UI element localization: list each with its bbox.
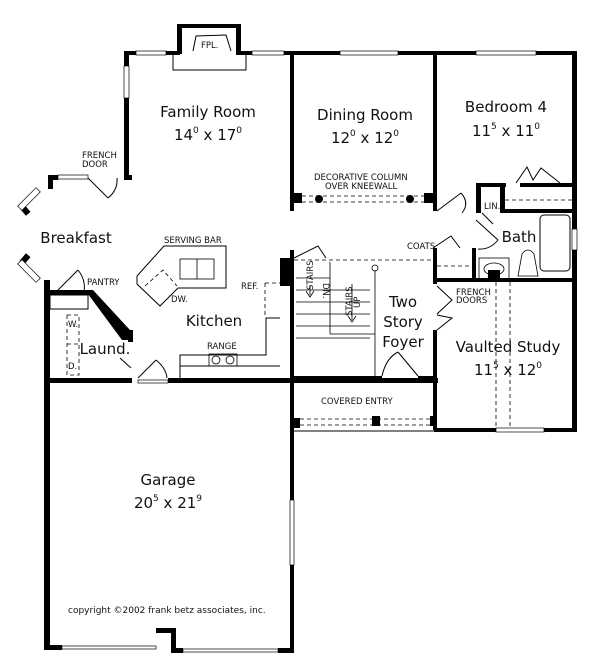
label-decorative-column-2: OVER KNEEWALL bbox=[325, 182, 397, 192]
room-dining-room: Dining Room 120 x 120 bbox=[317, 106, 413, 147]
room-name: Dining Room bbox=[317, 106, 413, 124]
label-range: RANGE bbox=[207, 342, 237, 352]
room-bedroom-4: Bedroom 4 115 x 110 bbox=[465, 98, 547, 140]
room-name: Family Room bbox=[160, 103, 256, 121]
area-laundry: Laund. bbox=[80, 340, 131, 358]
label-stairs-up-1: STAIRS bbox=[345, 286, 355, 316]
room-vaulted-study: Vaulted Study 115 x 120 bbox=[456, 338, 561, 379]
label-decorative-column-1: DECORATIVE COLUMN bbox=[314, 173, 408, 183]
label-covered-entry: COVERED ENTRY bbox=[321, 397, 393, 407]
small-labels: FPL. FRENCH DOOR DECORATIVE COLUMN OVER … bbox=[68, 41, 500, 407]
room-name: Bedroom 4 bbox=[465, 98, 547, 116]
label-refrigerator: REF. bbox=[241, 282, 259, 292]
label-coats: COATS bbox=[407, 242, 435, 252]
area-foyer-line3: Foyer bbox=[382, 333, 424, 351]
room-dimensions: 115 x 110 bbox=[472, 122, 540, 140]
area-breakfast: Breakfast bbox=[40, 229, 112, 247]
details bbox=[49, 34, 572, 432]
label-dishwasher: DW. bbox=[171, 295, 188, 305]
room-dimensions: 140 x 170 bbox=[174, 126, 242, 144]
room-name: Vaulted Study bbox=[456, 338, 561, 356]
room-dimensions: 115 x 120 bbox=[474, 361, 542, 379]
walls bbox=[19, 24, 577, 653]
room-name: Garage bbox=[141, 471, 196, 489]
room-garage: Garage 205 x 219 bbox=[134, 471, 202, 512]
label-fireplace: FPL. bbox=[201, 41, 218, 51]
label-pantry: PANTRY bbox=[87, 278, 120, 288]
area-foyer-line1: Two bbox=[388, 293, 417, 311]
room-dimensions: 205 x 219 bbox=[134, 494, 202, 512]
room-dimensions: 120 x 120 bbox=[331, 129, 399, 147]
area-bath: Bath bbox=[502, 228, 537, 246]
label-french-door-1: FRENCH bbox=[82, 151, 117, 161]
label-french-door-2: DOOR bbox=[82, 160, 108, 170]
windows bbox=[17, 50, 578, 653]
area-foyer-line2: Story bbox=[383, 313, 423, 331]
label-linen: LIN. bbox=[484, 202, 500, 212]
label-french-doors-2: DOORS bbox=[456, 296, 487, 306]
label-serving-bar: SERVING BAR bbox=[164, 236, 222, 246]
label-stairs-dn-1: STAIRS bbox=[306, 260, 316, 290]
label-stairs-dn-2: DN. bbox=[320, 283, 330, 299]
label-washer: W. bbox=[68, 320, 78, 330]
room-family-room: Family Room 140 x 170 bbox=[160, 103, 256, 144]
copyright-text: copyright ©2002 frank betz associates, i… bbox=[68, 606, 266, 616]
label-stairs-up-2: UP bbox=[353, 297, 363, 308]
area-kitchen: Kitchen bbox=[186, 312, 242, 330]
label-french-doors-1: FRENCH bbox=[456, 288, 491, 298]
area-labels: Breakfast Kitchen Laund. Bath Two Story … bbox=[40, 228, 536, 358]
label-dryer: D. bbox=[68, 362, 77, 372]
